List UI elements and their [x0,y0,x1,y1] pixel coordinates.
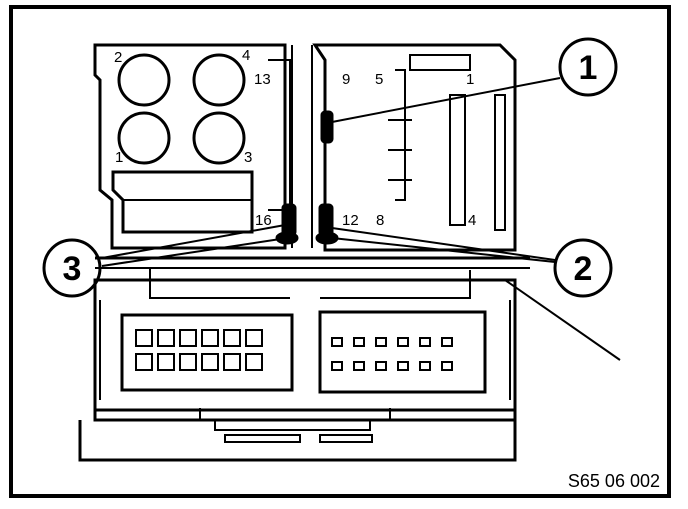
callout-1-label: 1 [579,49,598,87]
figure-reference: S65 06 002 [568,471,660,491]
left-cell-grid [135,329,263,371]
lower-housing [78,278,517,462]
pin-label-5: 5 [375,71,383,88]
pin-label-8: 8 [376,212,384,229]
pin-label-13: 13 [254,71,271,88]
pin-label-12: 12 [342,212,359,229]
right-cell-grid [331,337,453,371]
leader-lines [101,77,561,267]
callout-1-circle [558,37,618,97]
center-pins [275,45,339,248]
callout-2-label: 2 [574,250,593,288]
outer-border [9,5,671,498]
pin-label-4-right: 4 [468,212,476,229]
callout-3-circle [42,238,102,298]
pin-label-9: 9 [342,71,350,88]
pin-label-16: 16 [255,212,272,229]
pin-label-3: 3 [244,149,252,166]
pin-label-2: 2 [114,49,122,66]
right-connector-block [312,43,517,252]
left-connector-block [93,43,291,250]
pin-label-1-right: 1 [466,71,474,88]
callout-2-circle [553,238,613,298]
pin-label-4: 4 [242,47,250,64]
callout-3-label: 3 [63,250,82,288]
pin-label-1-left: 1 [115,149,123,166]
cross-rails [95,256,621,361]
